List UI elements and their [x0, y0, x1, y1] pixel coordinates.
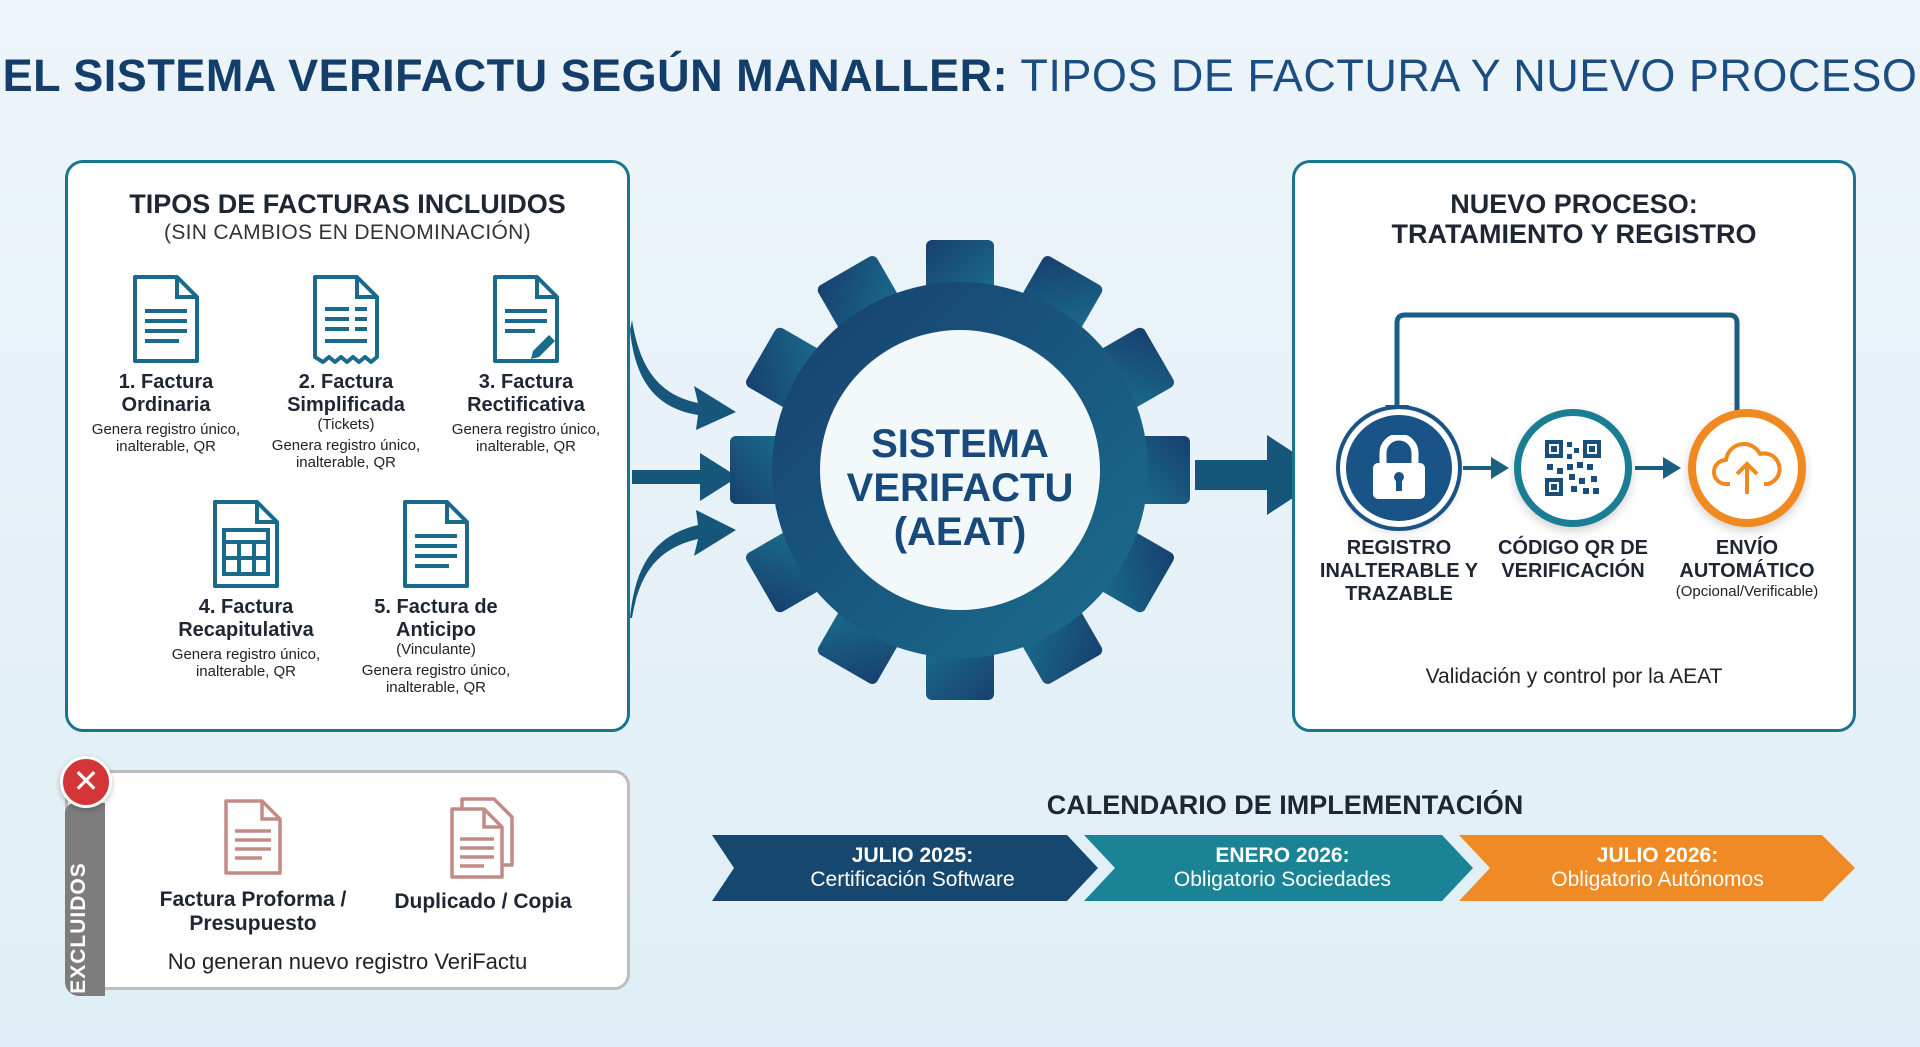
- process-footer: Validación y control por la AEAT: [1425, 665, 1723, 688]
- gear-label-line: SISTEMA: [871, 422, 1049, 466]
- step-qr: CÓDIGO QR DE VERIFICACIÓN: [1488, 409, 1658, 583]
- invoice-type-rectificativa: 3. Factura Rectificativa Genera registro…: [441, 273, 611, 455]
- calendar-segment-2025: JULIO 2025: Certificación Software: [740, 835, 1085, 901]
- invoice-desc: Genera registro único, inalterable, QR: [451, 421, 601, 455]
- calendar-segment-2026-julio: JULIO 2026: Obligatorio Autónomos: [1485, 835, 1830, 901]
- cloud-upload-icon: [1712, 442, 1782, 494]
- excluded-tab: EXCLUIDOS: [65, 803, 105, 996]
- calendar-arrows: [712, 835, 1855, 901]
- lock-icon: [1373, 435, 1425, 499]
- included-title: TIPOS DE FACTURAS INCLUIDOS: [129, 189, 566, 219]
- calendar-text: Obligatorio Autónomos: [1551, 868, 1764, 891]
- invoice-name: 5. Factura de Anticipo: [374, 596, 498, 641]
- invoice-desc: Genera registro único, inalterable, QR: [271, 437, 421, 471]
- invoice-type-ordinaria: 1. Factura Ordinaria Genera registro úni…: [81, 273, 251, 455]
- excluded-item-duplicado: Duplicado / Copia: [368, 797, 598, 914]
- process-title-line2: TRATAMIENTO Y REGISTRO: [1391, 219, 1757, 249]
- calendar-date: ENERO 2026:: [1215, 844, 1350, 867]
- excluded-footer: No generan nuevo registro VeriFactu: [167, 949, 528, 974]
- invoice-name: 4. Factura Recapitulativa: [178, 596, 314, 641]
- receipt-icon: [313, 275, 379, 364]
- step-label: ENVÍO AUTOMÁTICO: [1679, 537, 1815, 582]
- close-icon: ✕: [60, 756, 112, 808]
- process-title-line1: NUEVO PROCESO:: [1450, 189, 1698, 219]
- edit-document-icon: [493, 275, 559, 363]
- qr-code-icon: [1545, 440, 1601, 496]
- step-note: (Opcional/Verificable): [1675, 583, 1819, 600]
- invoice-name: 3. Factura Rectificativa: [467, 371, 585, 416]
- invoice-desc: Genera registro único, inalterable, QR: [171, 646, 321, 680]
- invoice-type-anticipo: 5. Factura de Anticipo (Vinculante) Gene…: [351, 498, 521, 696]
- excluded-name: Factura Proforma / Presupuesto: [159, 888, 347, 935]
- process-panel: NUEVO PROCESO: TRATAMIENTO Y REGISTRO RE…: [1292, 160, 1856, 732]
- invoice-type-simplificada: 2. Factura Simplificada (Tickets) Genera…: [261, 273, 431, 471]
- document-icon: [403, 500, 469, 588]
- document-icon: [133, 275, 199, 363]
- gear-label-line: VERIFACTU: [846, 466, 1074, 510]
- title-bold: EL SISTEMA VERIFACTU SEGÚN MANALLER:: [2, 50, 1009, 101]
- copy-icon: [450, 797, 514, 879]
- included-invoices-panel: TIPOS DE FACTURAS INCLUIDOS (SIN CAMBIOS…: [65, 160, 630, 732]
- calendar-title: CALENDARIO DE IMPLEMENTACIÓN: [1046, 790, 1524, 820]
- invoice-desc: Genera registro único, inalterable, QR: [361, 662, 511, 696]
- page-title: EL SISTEMA VERIFACTU SEGÚN MANALLER: TIP…: [0, 50, 1920, 102]
- calendar-text: Obligatorio Sociedades: [1173, 868, 1392, 891]
- step-circle: [1514, 409, 1632, 527]
- step-circle: [1688, 409, 1806, 527]
- included-subtitle: (SIN CAMBIOS EN DENOMINACIÓN): [164, 221, 531, 244]
- step-connectors: [1463, 457, 1681, 479]
- invoice-desc: Genera registro único, inalterable, QR: [91, 421, 241, 455]
- input-arrows: [630, 320, 738, 618]
- gear-icon: [730, 240, 1190, 700]
- calendar-text: Certificación Software: [810, 868, 1015, 891]
- excluded-name: Duplicado / Copia: [394, 890, 572, 913]
- excluded-panel: EXCLUIDOS Factura Proforma / Presupuesto…: [65, 770, 630, 996]
- title-light: TIPOS DE FACTURA Y NUEVO PROCESO: [1020, 50, 1918, 101]
- document-icon: [224, 799, 282, 875]
- calendar-date: JULIO 2026:: [1596, 844, 1719, 867]
- invoice-name: 1. Factura Ordinaria: [118, 371, 214, 416]
- gear-label-line: (AEAT): [893, 510, 1027, 554]
- step-label: REGISTRO INALTERABLE Y TRAZABLE: [1319, 537, 1479, 605]
- calendar-segment-2026-enero: ENERO 2026: Obligatorio Sociedades: [1110, 835, 1455, 901]
- step-label: CÓDIGO QR DE VERIFICACIÓN: [1497, 537, 1648, 582]
- calendar-date: JULIO 2025:: [851, 844, 974, 867]
- invoice-type-recapitulativa: 4. Factura Recapitulativa Genera registr…: [161, 498, 331, 680]
- step-envio: ENVÍO AUTOMÁTICO (Opcional/Verificable): [1662, 409, 1832, 600]
- invoice-note: (Tickets): [317, 416, 375, 433]
- step-circle: [1336, 405, 1462, 531]
- table-document-icon: [213, 500, 279, 588]
- gear-label: SISTEMA VERIFACTU (AEAT): [795, 422, 1125, 554]
- invoice-name: 2. Factura Simplificada: [287, 371, 405, 416]
- step-registro: REGISTRO INALTERABLE Y TRAZABLE: [1314, 405, 1484, 606]
- excluded-item-proforma: Factura Proforma / Presupuesto: [138, 797, 368, 936]
- invoice-note: (Vinculante): [396, 641, 476, 658]
